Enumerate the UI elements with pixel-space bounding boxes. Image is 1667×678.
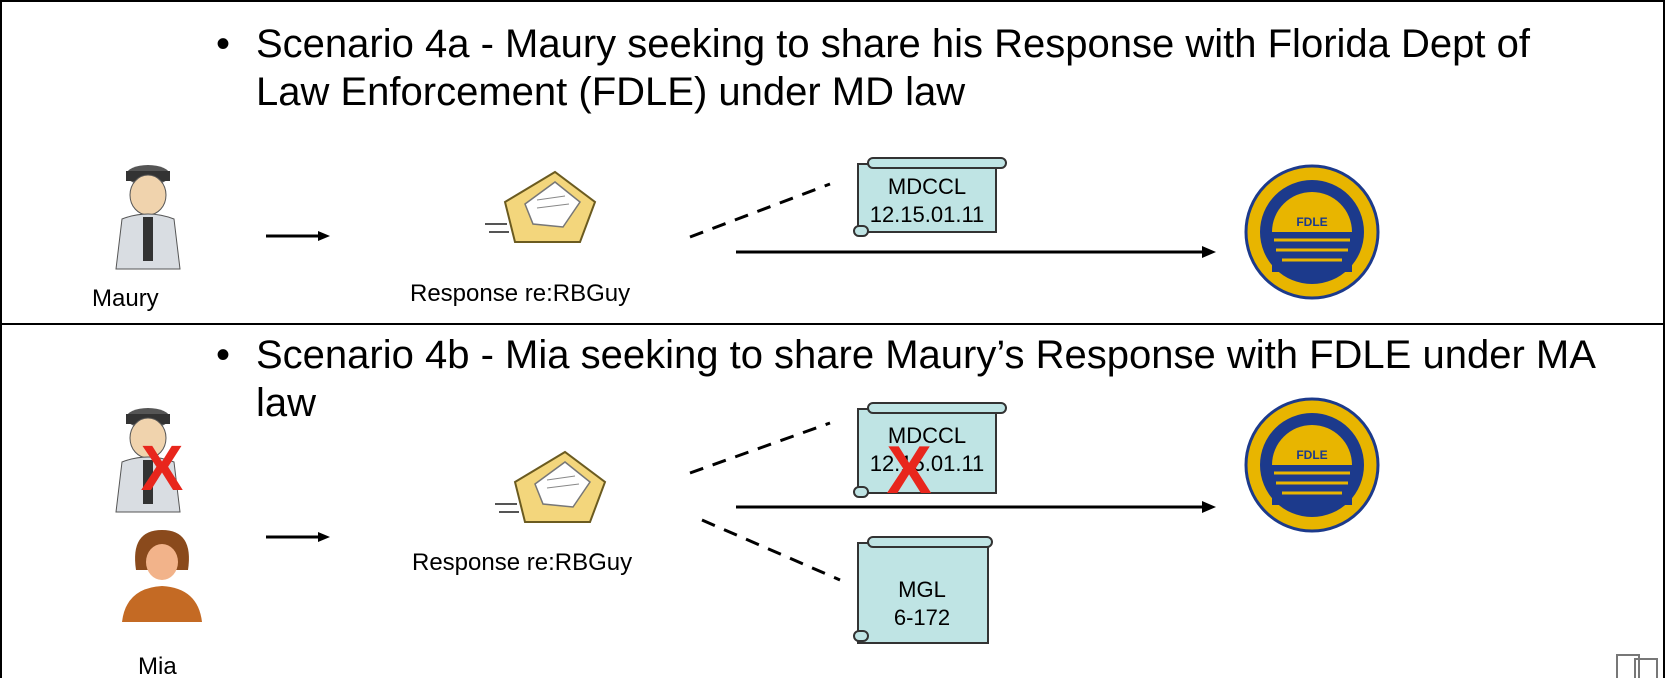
- woman-icon: [122, 530, 202, 622]
- scroll-line-2: 6-172: [894, 605, 950, 630]
- law-scroll-mgl: MGL 6-172: [853, 536, 993, 644]
- bullet-dot: •: [216, 22, 231, 66]
- cross-mark-officer: X: [141, 432, 184, 504]
- scenario-4b-bullet: • Scenario 4b - Mia seeking to share Mau…: [216, 331, 1606, 427]
- scenario-4a-title: Scenario 4a - Maury seeking to share his…: [256, 22, 1530, 114]
- envelope-icon: [495, 450, 607, 523]
- fdle-seal-icon: FDLE: [1244, 397, 1380, 533]
- scenario-4a-panel: • Scenario 4a - Maury seeking to share h…: [0, 0, 1665, 325]
- officer-icon: [115, 165, 181, 270]
- scenario-4b-title: Scenario 4b - Mia seeking to share Maury…: [256, 333, 1594, 425]
- officer-icon: [115, 408, 181, 513]
- scroll-line-2: 12.15.01.11: [870, 202, 985, 227]
- message-label: Response re:RBGuy: [410, 280, 631, 307]
- scenario-4b-panel: • Scenario 4b - Mia seeking to share Mau…: [0, 323, 1665, 678]
- cross-mark-scroll: X: [886, 432, 931, 508]
- fdle-seal-icon: FDLE: [1244, 164, 1380, 300]
- law-scroll-mdccl: MDCCL 12.15.01.11: [853, 402, 1007, 498]
- seal-text: FDLE: [1296, 215, 1327, 229]
- scroll-line-1: MDCCL: [888, 174, 966, 199]
- message-label: Response re:RBGuy: [412, 549, 633, 576]
- seal-text: FDLE: [1296, 448, 1327, 462]
- bullet-dot: •: [216, 333, 231, 377]
- corner-logo-icon: [1616, 654, 1658, 678]
- person-label-maury: Maury: [92, 285, 159, 312]
- law-scroll: MDCCL 12.15.01.11: [853, 157, 1007, 237]
- envelope-icon: [485, 170, 597, 243]
- scroll-line-1: MGL: [898, 577, 946, 602]
- scenario-4b-diagram: X MDCCL 12.15.: [115, 397, 1658, 678]
- person-label-mia: Mia: [138, 653, 177, 678]
- scroll-line-2: 12.15.01.11: [870, 451, 985, 476]
- scroll-line-1: MDCCL: [888, 423, 966, 448]
- scenario-4a-bullet: • Scenario 4a - Maury seeking to share h…: [216, 20, 1606, 116]
- scenario-4a-diagram: MDCCL 12.15.01.11 FDLE: [115, 157, 1380, 300]
